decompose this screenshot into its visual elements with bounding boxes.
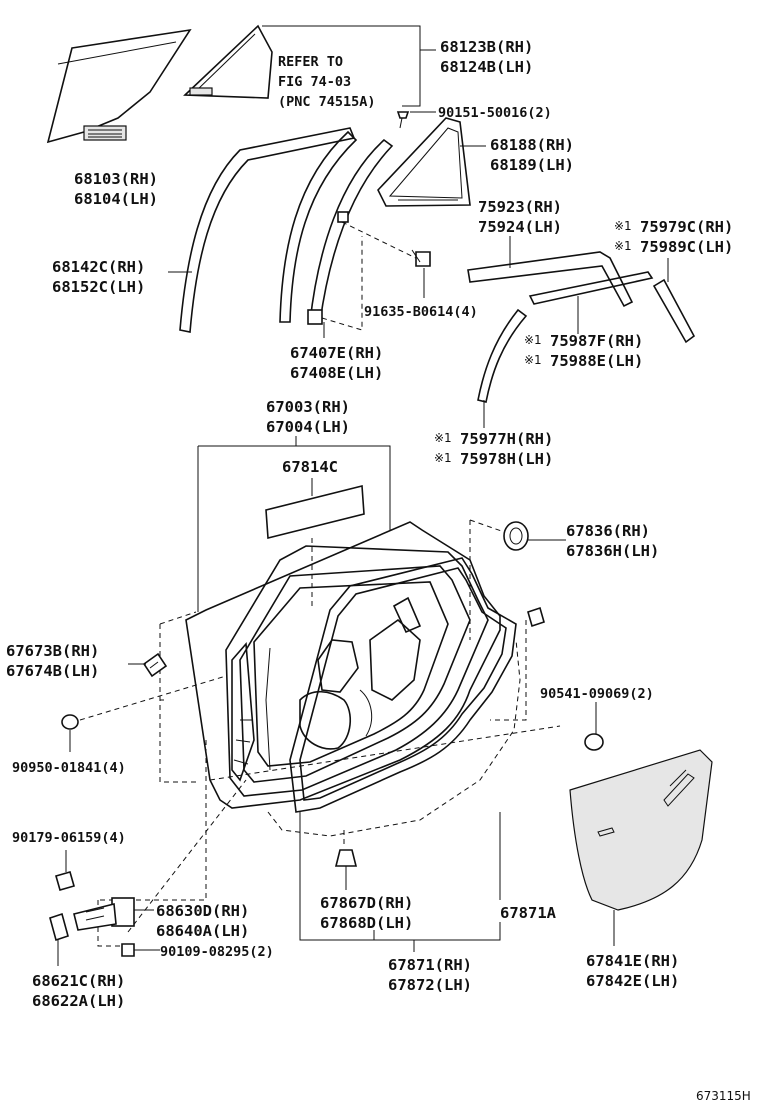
screw-90151 <box>396 111 436 129</box>
label-67814c: 67814C <box>282 458 338 476</box>
marker-75988e: ※1 <box>524 353 542 367</box>
label-75924: 75924(LH) <box>478 218 562 236</box>
marker-75989c: ※1 <box>614 239 632 253</box>
label-75978h: 75978H(LH) <box>460 450 553 468</box>
door-glass-68103 <box>46 28 192 144</box>
label-91635: 91635-B0614(4) <box>364 304 478 320</box>
label-68103: 68103(RH) <box>74 170 158 188</box>
clip-67871a <box>527 606 545 628</box>
dash-sheet <box>209 725 561 781</box>
leader-67003 <box>197 436 391 612</box>
label-67842e: 67842E(LH) <box>586 972 679 990</box>
label-68640a: 68640A(LH) <box>156 922 249 940</box>
label-68621c: 68621C(RH) <box>32 972 125 990</box>
dash-plug <box>79 675 227 721</box>
label-68630d: 68630D(RH) <box>156 902 249 920</box>
label-67674b: 67674B(LH) <box>6 662 99 680</box>
dash-grommet <box>469 519 511 640</box>
label-90109: 90109-08295(2) <box>160 944 274 960</box>
label-68189: 68189(LH) <box>490 156 574 174</box>
footer-code: 673115H <box>696 1089 751 1103</box>
label-68123b: 68123B(RH) <box>440 38 533 56</box>
dash-left-bracket <box>159 611 197 783</box>
moulding-75977h <box>477 308 528 428</box>
clip-67867d <box>334 849 358 890</box>
leader-67871 <box>299 812 501 952</box>
label-67868d: 67868D(LH) <box>320 914 413 932</box>
label-68104: 68104(LH) <box>74 190 158 208</box>
label-67836: 67836(RH) <box>566 522 650 540</box>
door-check-68630d <box>73 897 154 931</box>
label-90151: 90151-50016(2) <box>438 105 552 121</box>
label-67673b: 67673B(RH) <box>6 642 99 660</box>
label-68152c: 68152C(LH) <box>52 278 145 296</box>
clip-67673b <box>128 652 168 678</box>
weatherstrip-67871 <box>267 557 521 837</box>
bolt-91635 <box>411 249 431 298</box>
label-refer-3: (PNC 74515A) <box>278 94 376 110</box>
label-67407e: 67407E(RH) <box>290 344 383 362</box>
label-67871: 67871(RH) <box>388 956 472 974</box>
label-67841e: 67841E(RH) <box>586 952 679 970</box>
label-67872: 67872(LH) <box>388 976 472 994</box>
label-90179: 90179-06159(4) <box>12 830 126 846</box>
label-75923: 75923(RH) <box>478 198 562 216</box>
dash-check-bottom <box>97 900 120 947</box>
hinge-68621c <box>49 912 69 966</box>
label-67867d: 67867D(RH) <box>320 894 413 912</box>
nut-90179 <box>55 850 75 891</box>
label-67836h: 67836H(LH) <box>566 542 659 560</box>
label-90950: 90950-01841(4) <box>12 760 126 776</box>
service-cover-67841e <box>569 749 713 946</box>
dash-clip <box>490 620 527 721</box>
label-67871a: 67871A <box>500 904 557 922</box>
label-75977h: 75977H(RH) <box>460 430 553 448</box>
plug-90950 <box>61 714 79 752</box>
quarter-glass-68188 <box>377 117 486 207</box>
label-67004: 67004(LH) <box>266 418 350 436</box>
label-68622a: 68622A(LH) <box>32 992 125 1010</box>
label-75989c: 75989C(LH) <box>640 238 733 256</box>
marker-75979c: ※1 <box>614 219 632 233</box>
grommet-67836 <box>503 521 566 551</box>
marker-75978h: ※1 <box>434 451 452 465</box>
label-75987f: 75987F(RH) <box>550 332 643 350</box>
leader-68123b <box>262 25 421 107</box>
quarter-glass-ref <box>183 24 273 99</box>
run-channel-68142c <box>168 127 356 333</box>
label-67003: 67003(RH) <box>266 398 350 416</box>
nut-90541 <box>584 702 604 751</box>
label-75979c: 75979C(RH) <box>640 218 733 236</box>
door-panel-67003 <box>185 521 501 809</box>
label-68124b: 68124B(LH) <box>440 58 533 76</box>
label-68188: 68188(RH) <box>490 136 574 154</box>
label-90541: 90541-09069(2) <box>540 686 654 702</box>
label-67408e: 67408E(LH) <box>290 364 383 382</box>
bolt-90109 <box>121 943 160 957</box>
marker-75987f: ※1 <box>524 333 542 347</box>
moulding-75987f <box>528 271 654 334</box>
moulding-75923 <box>467 236 634 308</box>
label-75988e: 75988E(LH) <box>550 352 643 370</box>
marker-75977h: ※1 <box>434 431 452 445</box>
label-68142c: 68142C(RH) <box>52 258 145 276</box>
label-refer-2: FIG 74-03 <box>278 74 351 90</box>
moulding-75979c <box>652 258 696 344</box>
center-channel-67407e <box>279 130 429 338</box>
label-refer-1: REFER TO <box>278 54 343 70</box>
